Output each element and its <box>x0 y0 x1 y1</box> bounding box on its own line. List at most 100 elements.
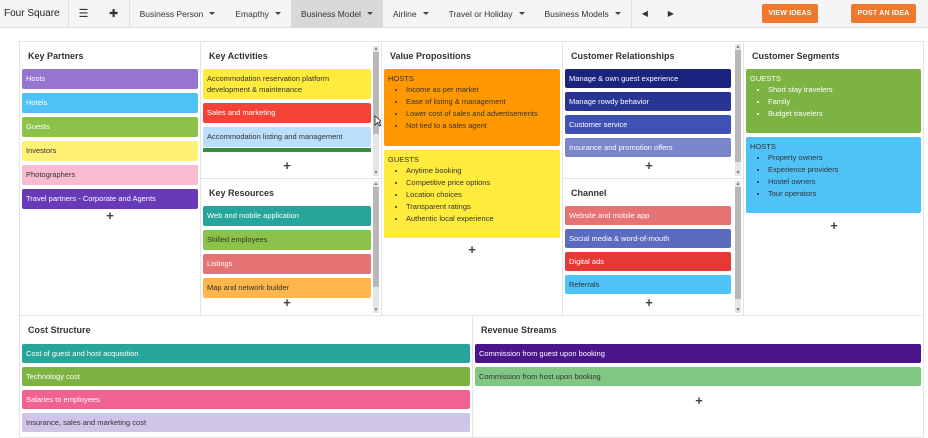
menu-business-model[interactable]: Business Model <box>290 0 383 28</box>
card-guest-experience[interactable]: Manage & own guest experience <box>565 69 731 88</box>
key-partners-section: Key Partners Hosts Hotels Guests Investo… <box>19 41 201 316</box>
next-arrow-icon[interactable]: ▶ <box>667 9 674 18</box>
app-title: Four Square <box>4 7 60 19</box>
card-partial-hidden <box>203 148 371 152</box>
add-card-button[interactable]: + <box>830 218 838 233</box>
bullet-list: Income as per market Ease of listing & m… <box>388 84 556 132</box>
card-web-mobile-app[interactable]: Web and mobile application <box>203 206 371 226</box>
card-sales-marketing[interactable]: Sales and marketing <box>203 103 371 123</box>
card-customer-service[interactable]: Customer service <box>565 115 731 134</box>
scrollbar[interactable]: ▲ ▼ <box>735 44 741 176</box>
caret-down-icon <box>209 12 216 15</box>
add-card-button[interactable]: + <box>283 158 291 173</box>
scroll-down-icon[interactable]: ▼ <box>373 170 379 176</box>
scroll-up-icon[interactable]: ▲ <box>735 44 741 50</box>
channel-section: Channel Website and mobile app Social me… <box>562 178 744 316</box>
card-text: Accommodation listing and management <box>207 132 343 141</box>
card-investors[interactable]: Investors <box>22 141 198 161</box>
card-salaries[interactable]: Salaries to employees <box>22 390 470 409</box>
card-social-media[interactable]: Social media & word-of-mouth <box>565 229 731 248</box>
card-digital-ads[interactable]: Digital ads <box>565 252 731 271</box>
card-guests[interactable]: Guests <box>22 117 198 137</box>
cost-structure-section: Cost Structure Cost of guest and host ac… <box>19 315 473 438</box>
card-insurance-promotion[interactable]: Insurance and promotion offers <box>565 138 731 157</box>
menu-airline[interactable]: Airline <box>383 0 439 28</box>
card-listings[interactable]: Listings <box>203 254 371 274</box>
customer-relationships-section: Customer Relationships Manage & own gues… <box>562 41 744 179</box>
card-text: Map and network builder <box>207 283 290 292</box>
card-reservation-platform[interactable]: Accommodation reservation platform devel… <box>203 69 371 99</box>
card-photographers[interactable]: Photographers <box>22 165 198 185</box>
card-text: Technology cost <box>26 372 80 381</box>
card-text: Referrals <box>569 280 600 289</box>
card-rowdy-behavior[interactable]: Manage rowdy behavior <box>565 92 731 111</box>
card-text: Manage rowdy behavior <box>569 97 650 106</box>
card-insurance-sales-cost[interactable]: Insurance, sales and marketing cost <box>22 413 470 432</box>
menu-label: Business Models <box>544 8 609 19</box>
card-referrals[interactable]: Referrals <box>565 275 731 294</box>
customer-segments-cards: GUESTS Short stay travelers Family Budge… <box>746 69 921 213</box>
view-ideas-button[interactable]: VIEW IDEAS <box>762 4 818 23</box>
scroll-thumb[interactable] <box>735 187 741 299</box>
scroll-thumb[interactable] <box>373 187 379 287</box>
add-card-button[interactable]: + <box>283 295 291 310</box>
card-text: Sales and marketing <box>207 108 276 117</box>
card-hosts-value[interactable]: HOSTS Income as per market Ease of listi… <box>384 69 560 146</box>
previous-arrow-icon[interactable]: ◀ <box>641 9 648 18</box>
menu-business-person[interactable]: Business Person <box>130 0 226 28</box>
add-icon[interactable]: ✚ <box>108 8 119 20</box>
revenue-streams-section: Revenue Streams Commission from guest up… <box>472 315 924 438</box>
card-guest-commission[interactable]: Commission from guest upon booking <box>475 344 921 363</box>
card-guests-segment[interactable]: GUESTS Short stay travelers Family Budge… <box>746 69 921 133</box>
card-text: Travel partners - Corporate and Agents <box>26 194 156 203</box>
card-hotels[interactable]: Hotels <box>22 93 198 113</box>
card-website-mobile[interactable]: Website and mobile app <box>565 206 731 225</box>
scroll-down-icon[interactable]: ▼ <box>735 307 741 313</box>
add-card-button[interactable]: + <box>695 393 703 408</box>
scroll-down-icon[interactable]: ▼ <box>373 307 379 313</box>
section-title: Key Activities <box>209 51 268 61</box>
card-map-network-builder[interactable]: Map and network builder <box>203 278 371 298</box>
card-acquisition-cost[interactable]: Cost of guest and host acquisition <box>22 344 470 363</box>
scroll-thumb[interactable] <box>373 52 379 134</box>
caret-down-icon <box>518 12 525 15</box>
card-text: Website and mobile app <box>569 211 650 220</box>
add-card-button[interactable]: + <box>106 208 114 223</box>
menu-business-models[interactable]: Business Models <box>535 0 631 28</box>
card-host-commission[interactable]: Commission from host upon booking <box>475 367 921 386</box>
value-propositions-cards: HOSTS Income as per market Ease of listi… <box>384 69 560 238</box>
menu-label: Emapthy <box>235 8 269 19</box>
section-title: Key Partners <box>28 51 84 61</box>
post-idea-button[interactable]: POST AN IDEA <box>851 4 916 23</box>
scroll-thumb[interactable] <box>735 50 741 162</box>
card-travel-partners[interactable]: Travel partners - Corporate and Agents <box>22 189 198 209</box>
menu-emapthy[interactable]: Emapthy <box>225 0 291 28</box>
scroll-up-icon[interactable]: ▲ <box>373 46 379 52</box>
caret-down-icon <box>422 12 429 15</box>
card-text: Hotels <box>26 98 48 107</box>
hamburger-menu-icon[interactable]: ☰ <box>78 8 89 20</box>
add-card-button[interactable]: + <box>645 158 653 173</box>
scrollbar[interactable]: ▲ ▼ <box>373 181 379 313</box>
card-technology-cost[interactable]: Technology cost <box>22 367 470 386</box>
scroll-down-icon[interactable]: ▼ <box>735 170 741 176</box>
scrollbar[interactable]: ▲ ▼ <box>735 181 741 313</box>
scroll-up-icon[interactable]: ▲ <box>735 181 741 187</box>
value-propositions-section: Value Propositions HOSTS Income as per m… <box>381 41 563 316</box>
menu-label: Airline <box>392 8 417 19</box>
section-title: Customer Relationships <box>571 51 675 61</box>
card-guests-value[interactable]: GUESTS Anytime booking Competitive price… <box>384 150 560 238</box>
card-hosts-segment[interactable]: HOSTS Property owners Experience provide… <box>746 137 921 213</box>
scroll-up-icon[interactable]: ▲ <box>373 181 379 187</box>
card-text: Hosts <box>26 74 46 83</box>
card-listing-management[interactable]: Accommodation listing and management <box>203 127 371 147</box>
add-card-button[interactable]: + <box>468 242 476 257</box>
card-skilled-employees[interactable]: Skilled employees <box>203 230 371 250</box>
list-item: Short stay travelers <box>768 84 917 96</box>
list-item: Experience providers <box>768 164 917 176</box>
add-card-button[interactable]: + <box>645 295 653 310</box>
card-text: Insurance, sales and marketing cost <box>26 418 147 427</box>
scrollbar[interactable]: ▲ ▼ <box>373 46 379 176</box>
menu-travel-or-holiday[interactable]: Travel or Holiday <box>439 0 535 28</box>
card-hosts[interactable]: Hosts <box>22 69 198 89</box>
